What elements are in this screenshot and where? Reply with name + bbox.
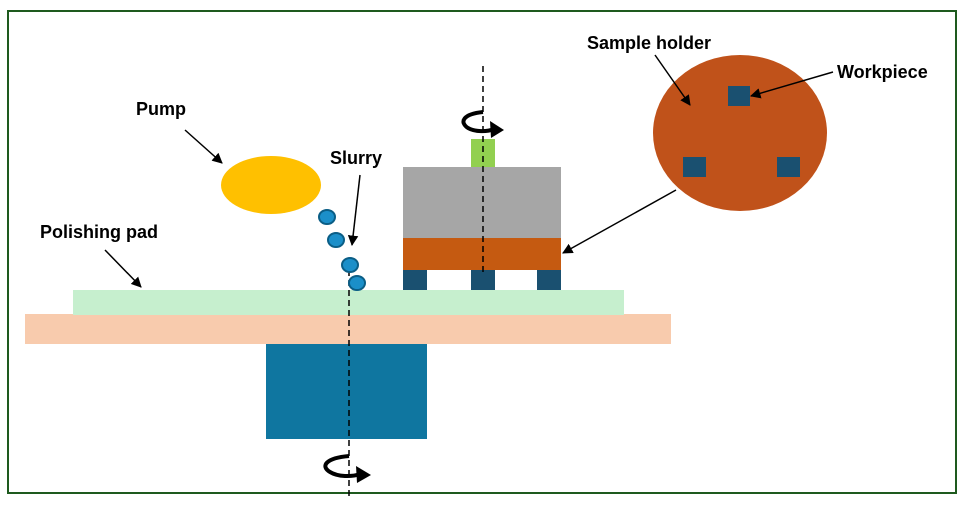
platen-base [266, 340, 427, 439]
detail-arrow [562, 189, 677, 254]
platen [25, 314, 671, 344]
slurry-arrow [347, 174, 361, 247]
pump-label: Pump [136, 99, 186, 119]
slurry-drop [341, 257, 359, 273]
slurry-drop [327, 232, 345, 248]
sample-holder-label: Sample holder [587, 33, 711, 53]
holder-body [403, 167, 561, 239]
platen-rotation-arrow-icon [323, 454, 371, 483]
sample-holder-arrow [654, 54, 691, 106]
polishing-pad-label: Polishing pad [40, 222, 158, 242]
holder-workpiece [471, 270, 495, 290]
slurry-drop [348, 275, 366, 291]
holder-shaft [471, 139, 495, 168]
disc-workpiece [777, 157, 800, 177]
disc-workpiece [683, 157, 706, 177]
slurry-drops [318, 209, 366, 291]
slurry-drop [318, 209, 336, 225]
sample-holder-disc [653, 55, 827, 211]
polishing-pad-arrow [104, 249, 142, 288]
disc-workpiece [728, 86, 750, 106]
workpiece-label: Workpiece [837, 62, 928, 82]
holder-rotation-arrow-icon [461, 110, 504, 138]
holder-workpiece [537, 270, 561, 290]
holder-workpiece [403, 270, 427, 290]
slurry-label: Slurry [330, 148, 382, 168]
holder-plate [403, 238, 561, 270]
pump-arrow [184, 129, 223, 164]
pump [221, 156, 321, 214]
workpiece-arrow [749, 71, 834, 99]
